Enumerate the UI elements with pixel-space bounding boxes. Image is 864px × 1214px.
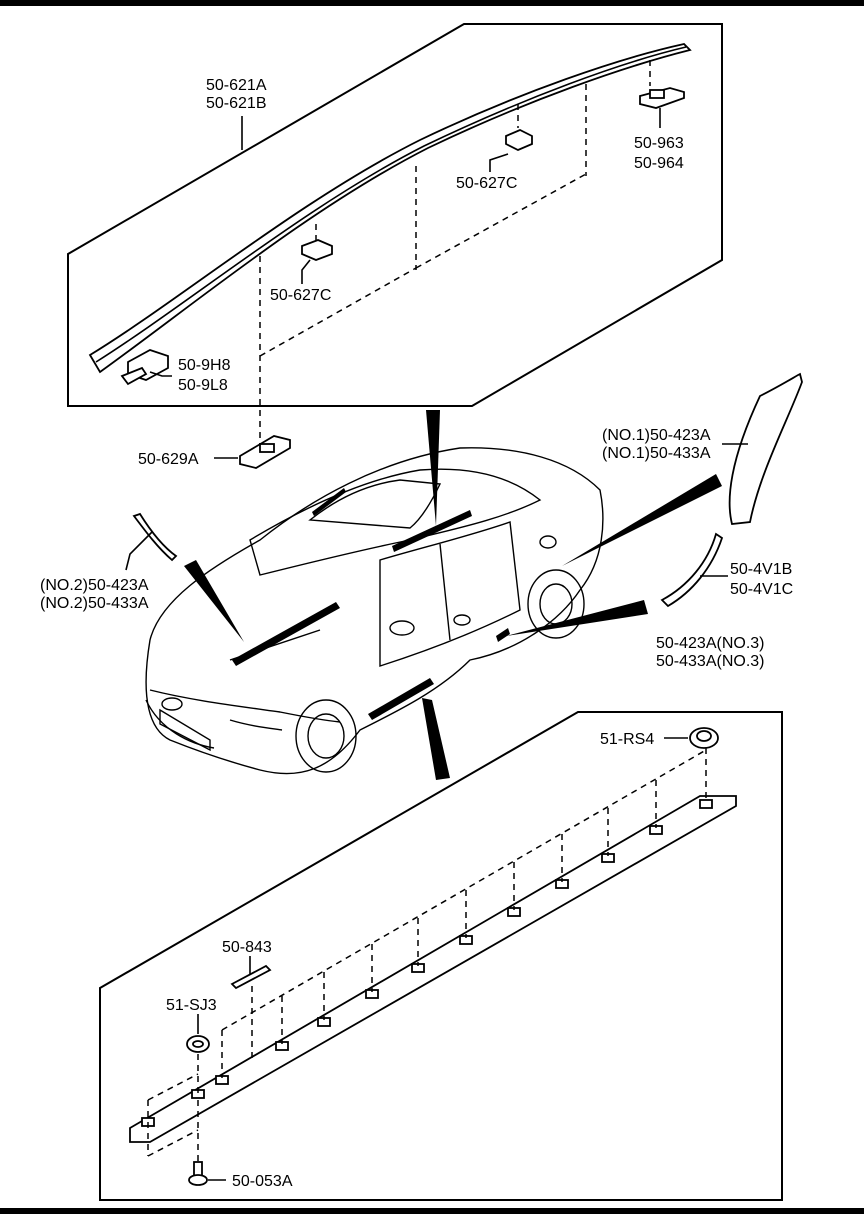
pointer-wheel-arch: [506, 600, 648, 636]
clip-rs4-icon[interactable]: [689, 727, 719, 749]
label-wheel-arch-2: 50-4V1C: [730, 581, 793, 598]
label-clip-rs4: 51-RS4: [600, 731, 654, 748]
label-clip-sj3: 51-SJ3: [166, 997, 217, 1014]
clip-627c-lower-icon[interactable]: [301, 239, 333, 261]
pointer-fender-no2: [184, 560, 244, 642]
label-fender-no2-2: (NO.2)50-433A: [40, 595, 149, 612]
label-fender-no1-1: (NO.1)50-423A: [602, 427, 711, 444]
wheel-arch-molding[interactable]: [660, 532, 724, 608]
label-fender-no2-1: (NO.2)50-423A: [40, 577, 149, 594]
label-clip-front-2: 50-9L8: [178, 377, 228, 394]
side-sill-molding[interactable]: [129, 795, 737, 1143]
pointer-roof: [426, 410, 440, 526]
side-sill-panel: [99, 711, 783, 1201]
label-clip-629a: 50-629A: [138, 451, 199, 468]
label-clip-rear-1: 50-963: [634, 135, 684, 152]
screw-053a-icon[interactable]: [188, 1161, 208, 1186]
label-roof-molding-2: 50-621B: [206, 95, 267, 112]
label-roof-molding-1: 50-621A: [206, 77, 267, 94]
clip-629a-icon[interactable]: [239, 435, 291, 469]
clip-963-icon[interactable]: [639, 87, 685, 109]
label-clip-627c-lower: 50-627C: [270, 287, 331, 304]
top-border: [0, 0, 864, 6]
label-side-sill-1: 50-423A(NO.3): [656, 635, 765, 652]
label-clip-627c-upper: 50-627C: [456, 175, 517, 192]
label-fender-no1-2: (NO.1)50-433A: [602, 445, 711, 462]
label-screw-053a: 50-053A: [232, 1173, 293, 1190]
fender-molding-no1[interactable]: [728, 372, 803, 525]
clip-sj3-icon[interactable]: [186, 1035, 210, 1053]
roof-molding-panel: [67, 23, 723, 450]
clip-9h8-icon[interactable]: [120, 349, 169, 386]
pointer-side-sill: [422, 698, 450, 780]
clip-627c-upper-icon[interactable]: [505, 129, 533, 151]
car-illustration: [145, 447, 604, 775]
bottom-border: [0, 1208, 864, 1214]
pointer-fender-no1: [562, 474, 722, 566]
tape-843-icon[interactable]: [230, 964, 272, 990]
fender-molding-no2[interactable]: [132, 512, 178, 562]
roof-molding[interactable]: [88, 43, 692, 374]
label-wheel-arch-1: 50-4V1B: [730, 561, 792, 578]
label-side-sill-2: 50-433A(NO.3): [656, 653, 765, 670]
label-tape-843: 50-843: [222, 939, 272, 956]
label-clip-rear-2: 50-964: [634, 155, 684, 172]
label-clip-front-1: 50-9H8: [178, 357, 231, 374]
